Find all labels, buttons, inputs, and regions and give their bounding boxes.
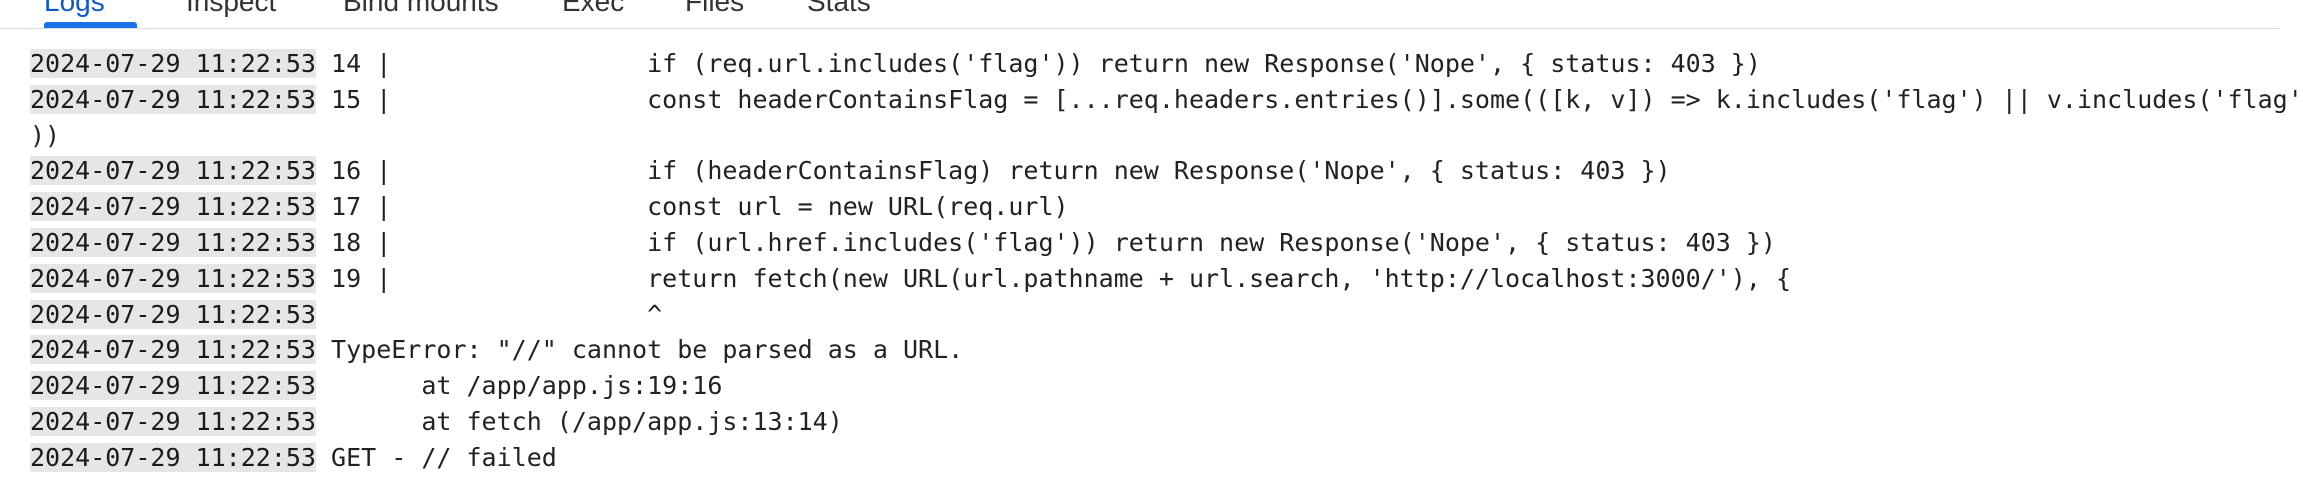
- log-text: ^: [315, 299, 663, 329]
- log-text: 18 | if (url.href.includes('flag')) retu…: [315, 227, 1776, 257]
- log-timestamp: 2024-07-29 11:22:53: [30, 156, 316, 186]
- log-timestamp: 2024-07-29 11:22:53: [30, 406, 316, 436]
- log-text: TypeError: "//" cannot be parsed as a UR…: [315, 335, 964, 365]
- log-line: 2024-07-29 11:22:53 17 | const url = new…: [30, 189, 2280, 225]
- log-timestamp: 2024-07-29 11:22:53: [30, 371, 316, 401]
- log-line: 2024-07-29 11:22:53 at /app/app.js:19:16: [30, 368, 2280, 404]
- log-timestamp: 2024-07-29 11:22:53: [30, 263, 316, 293]
- log-line: 2024-07-29 11:22:53 15 | const headerCon…: [30, 82, 2303, 118]
- log-timestamp: 2024-07-29 11:22:53: [30, 227, 316, 257]
- log-timestamp: 2024-07-29 11:22:53: [30, 49, 316, 78]
- log-text: 15 | const headerContainsFlag = [...req.…: [315, 84, 2303, 114]
- log-text: at fetch (/app/app.js:13:14): [315, 406, 843, 436]
- log-timestamp: 2024-07-29 11:22:53: [30, 335, 316, 365]
- log-text: 14 | if (req.url.includes('flag')) retur…: [315, 49, 1761, 78]
- active-tab-indicator: [44, 22, 137, 28]
- tab-inspect[interactable]: Inspect: [186, 0, 277, 17]
- log-text: 19 | return fetch(new URL(url.pathname +…: [315, 263, 1792, 293]
- log-line: 2024-07-29 11:22:53 18 | if (url.href.in…: [30, 225, 2280, 261]
- log-line: 2024-07-29 11:22:53 14 | if (req.url.inc…: [30, 46, 2280, 82]
- log-text: 16 | if (headerContainsFlag) return new …: [315, 156, 1671, 186]
- log-output[interactable]: 2024-07-29 11:22:53 14 | if (req.url.inc…: [30, 46, 2303, 476]
- log-line: 2024-07-29 11:22:53 16 | if (headerConta…: [30, 153, 2280, 189]
- log-line: 2024-07-29 11:22:53 GET - // failed: [30, 440, 2280, 476]
- tab-logs[interactable]: Logs: [44, 0, 105, 17]
- tab-files[interactable]: Files: [685, 0, 745, 17]
- log-line-continuation: )): [30, 118, 2280, 154]
- log-timestamp: 2024-07-29 11:22:53: [30, 192, 316, 222]
- tab-bar: Logs Inspect Bind mounts Exec Files Stat…: [0, 0, 2280, 29]
- log-line: 2024-07-29 11:22:53 TypeError: "//" cann…: [30, 332, 2280, 368]
- log-timestamp: 2024-07-29 11:22:53: [30, 442, 316, 472]
- tab-exec[interactable]: Exec: [562, 0, 625, 17]
- log-line: 2024-07-29 11:22:53 ^: [30, 297, 2280, 333]
- log-timestamp: 2024-07-29 11:22:53: [30, 299, 316, 329]
- log-text: GET - // failed: [315, 442, 557, 472]
- log-text: at /app/app.js:19:16: [315, 371, 723, 401]
- log-line: 2024-07-29 11:22:53 19 | return fetch(ne…: [30, 261, 2280, 297]
- log-text: )): [30, 120, 61, 150]
- log-text: 17 | const url = new URL(req.url): [315, 192, 1069, 222]
- tab-bind-mounts[interactable]: Bind mounts: [343, 0, 499, 17]
- log-timestamp: 2024-07-29 11:22:53: [30, 84, 316, 114]
- tab-stats[interactable]: Stats: [807, 0, 871, 17]
- log-line: 2024-07-29 11:22:53 at fetch (/app/app.j…: [30, 404, 2280, 440]
